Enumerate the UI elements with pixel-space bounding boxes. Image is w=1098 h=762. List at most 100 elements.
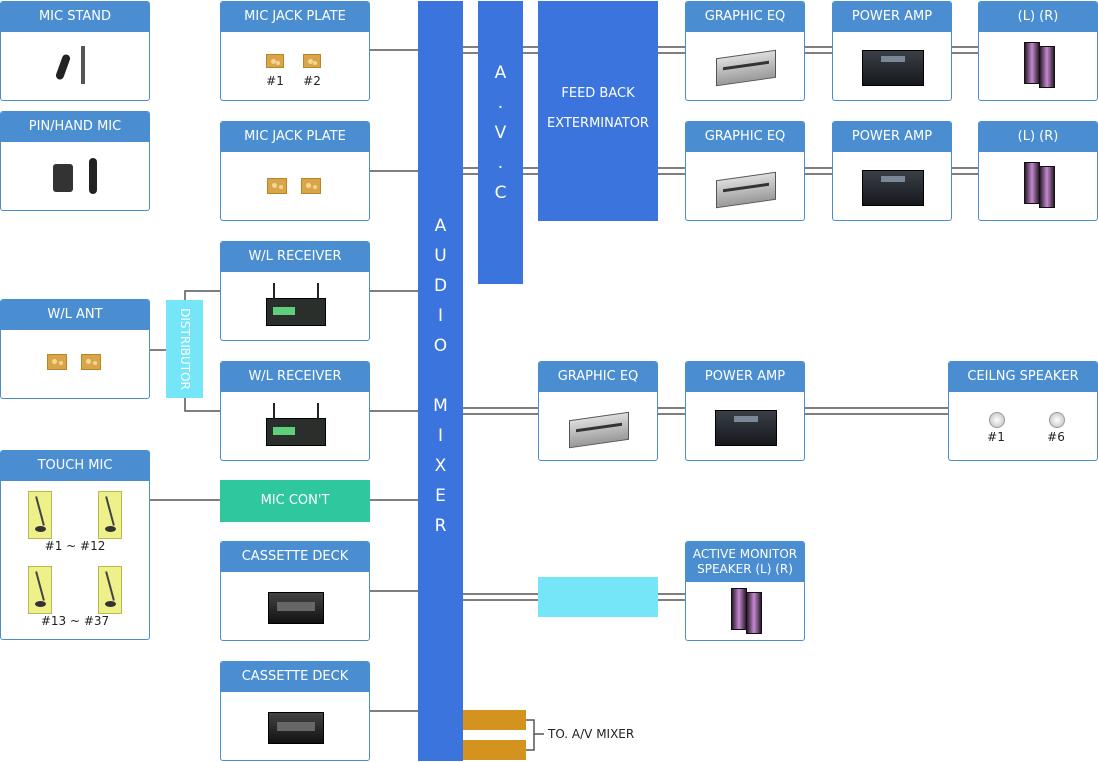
avc-letter: V — [494, 123, 507, 143]
mixer-letter: U — [434, 246, 447, 266]
ceiling-speaker-box: CEILNG SPEAKER #1 #6 — [948, 361, 1098, 461]
wl-ant-box: W/L ANT — [0, 299, 150, 399]
cassette-deck-2-label: CASSETTE DECK — [221, 662, 369, 692]
gooseneck-mic-icon — [28, 491, 52, 539]
mixer-letter: R — [434, 516, 447, 536]
microphone-icon — [54, 53, 72, 81]
wireless-receiver-icon — [266, 283, 326, 326]
wl-receiver-1-box: W/L RECEIVER — [220, 241, 370, 341]
mixer-letter: I — [437, 426, 443, 446]
mixer-letter: O — [433, 336, 448, 356]
mic-cont-block: MIC CON'T — [220, 480, 370, 522]
jack-port-2-label: #2 — [303, 74, 321, 88]
pin-hand-mic-box: PIN/HAND MIC — [0, 111, 150, 211]
gooseneck-mic-icon — [98, 491, 122, 539]
cassette-deck-2-box: CASSETTE DECK — [220, 661, 370, 761]
power-amp-3-box: POWER AMP — [685, 361, 805, 461]
speaker-1-label: (L) (R) — [979, 2, 1097, 32]
pin-hand-mic-label: PIN/HAND MIC — [1, 112, 149, 142]
graphic-eq-2-label: GRAPHIC EQ — [686, 122, 804, 152]
graphic-eq-icon — [569, 411, 629, 449]
avc-letter: . — [497, 93, 504, 113]
wl-receiver-1-label: W/L RECEIVER — [221, 242, 369, 272]
mic-stand-box: MIC STAND — [0, 1, 150, 101]
touch-mic-range-2: #13 ~ #37 — [40, 614, 110, 628]
active-monitor-header: ACTIVE MONITOR SPEAKER (L) (R) — [686, 542, 804, 582]
distributor-block: DISTRIBUTOR — [166, 300, 203, 398]
distributor-label: DISTRIBUTOR — [177, 308, 192, 390]
active-monitor-line-1: ACTIVE MONITOR — [692, 547, 798, 561]
cassette-deck-1-box: CASSETTE DECK — [220, 541, 370, 641]
handheld-mic-icon — [89, 158, 97, 194]
avc-letter: . — [497, 153, 504, 173]
touch-mic-range-1: #1 ~ #12 — [44, 539, 106, 553]
power-amp-icon — [715, 410, 777, 446]
mic-jack-plate-2-label: MIC JACK PLATE — [221, 122, 369, 152]
touch-mic-box: TOUCH MIC #1 ~ #12 #13 ~ #37 — [0, 450, 150, 640]
power-amp-2-box: POWER AMP — [832, 121, 952, 221]
speaker-2-box: (L) (R) — [978, 121, 1098, 221]
mic-jack-plate-1-label: MIC JACK PLATE — [221, 2, 369, 32]
speaker-2-label: (L) (R) — [979, 122, 1097, 152]
jack-plate-icon — [303, 54, 321, 68]
ceiling-speaker-icon — [1049, 412, 1065, 428]
cassette-deck-icon — [268, 592, 324, 624]
jack-plate-icon — [301, 178, 321, 194]
mixer-letter: E — [435, 486, 446, 506]
mixer-letter: I — [437, 306, 443, 326]
power-amp-2-label: POWER AMP — [833, 122, 951, 152]
monitor-processor-block — [538, 577, 658, 617]
ceiling-speaker-label: CEILNG SPEAKER — [949, 362, 1097, 392]
mixer-letter: D — [433, 276, 448, 296]
mixer-letter: A — [434, 216, 447, 236]
power-amp-icon — [862, 50, 924, 86]
wl-receiver-2-box: W/L RECEIVER — [220, 361, 370, 461]
jack-plate-icon — [267, 178, 287, 194]
speaker-icon — [731, 588, 747, 630]
graphic-eq-3-label: GRAPHIC EQ — [539, 362, 657, 392]
mixer-letter: X — [434, 456, 447, 476]
speaker-icon — [1039, 166, 1055, 208]
graphic-eq-icon — [716, 171, 776, 209]
speaker-icon — [1039, 46, 1055, 88]
speaker-icon — [746, 592, 762, 634]
power-amp-1-label: POWER AMP — [833, 2, 951, 32]
ceiling-speaker-6-label: #6 — [1047, 430, 1065, 444]
avc-letter: C — [494, 183, 507, 203]
graphic-eq-icon — [716, 49, 776, 87]
feedback-exterminator-block: FEED BACK EXTERMINATOR — [538, 1, 658, 221]
avc-bar: A . V . C — [478, 1, 523, 284]
output-bus-1 — [463, 710, 526, 730]
mic-jack-plate-2-box: MIC JACK PLATE — [220, 121, 370, 221]
wireless-receiver-icon — [266, 403, 326, 446]
gooseneck-mic-icon — [28, 566, 52, 614]
cassette-deck-1-label: CASSETTE DECK — [221, 542, 369, 572]
wl-ant-label: W/L ANT — [1, 300, 149, 330]
speaker-icon — [1024, 42, 1040, 84]
to-av-mixer-label: TO. A/V MIXER — [548, 727, 635, 741]
feedback-line-1: FEED BACK — [561, 86, 635, 101]
mic-stand-label: MIC STAND — [1, 2, 149, 32]
active-monitor-box: ACTIVE MONITOR SPEAKER (L) (R) — [685, 541, 805, 641]
ceiling-speaker-1-label: #1 — [987, 430, 1005, 444]
gooseneck-mic-icon — [98, 566, 122, 614]
jack-port-1-label: #1 — [266, 74, 284, 88]
speaker-icon — [1024, 162, 1040, 204]
jack-plate-icon — [266, 54, 284, 68]
power-amp-3-label: POWER AMP — [686, 362, 804, 392]
speaker-1-box: (L) (R) — [978, 1, 1098, 101]
ceiling-speaker-icon — [989, 412, 1005, 428]
graphic-eq-1-box: GRAPHIC EQ — [685, 1, 805, 101]
audio-mixer-bar: A U D I O M I X E R — [418, 1, 463, 761]
feedback-line-2: EXTERMINATOR — [547, 116, 649, 131]
output-bus-2 — [463, 740, 526, 760]
wl-receiver-2-label: W/L RECEIVER — [221, 362, 369, 392]
avc-letter: A — [494, 63, 507, 83]
graphic-eq-3-box: GRAPHIC EQ — [538, 361, 658, 461]
antenna-plate-icon — [81, 354, 101, 370]
power-amp-1-box: POWER AMP — [832, 1, 952, 101]
active-monitor-line-2: SPEAKER (L) (R) — [697, 562, 793, 576]
mixer-letter: M — [433, 396, 448, 416]
power-amp-icon — [862, 170, 924, 206]
